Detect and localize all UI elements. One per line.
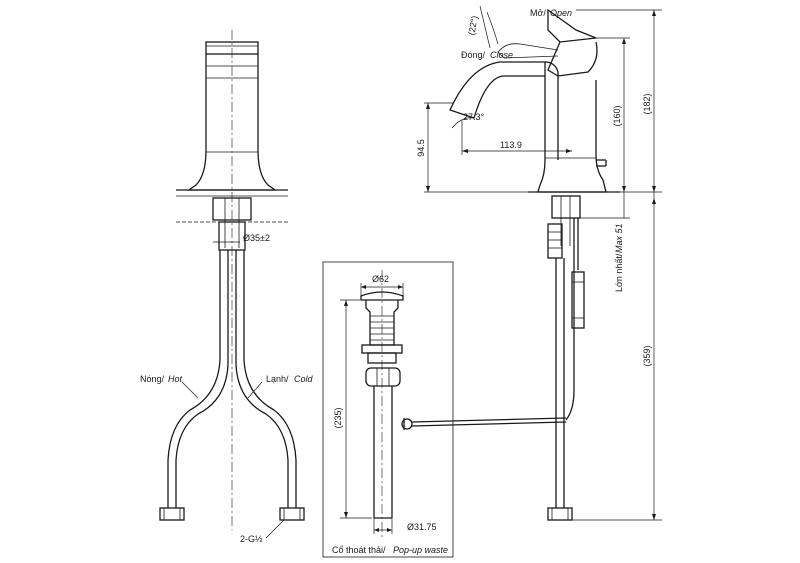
waste-length-label: (235) [333,407,343,428]
waste-caption-en: Pop-up waste [393,545,448,555]
pop-up-waste-view [322,261,567,558]
side-view [424,5,662,521]
handle-angle-label: (22°) [466,15,479,36]
hot-label-vi: Nóng/ [140,374,165,384]
spout-angle-label: 27.3° [463,112,485,122]
cold-label-vi: Lạnh/ [266,374,289,384]
max-label-vi: Lớn nhất/ [614,253,624,292]
waste-caption-vi: Cổ thoát thải/ [332,545,386,555]
waste-bottom-diameter-label: Ø31.75 [407,522,437,532]
hole-diameter-label: Ø35±2 [243,233,270,243]
open-label-en: Open [550,8,572,18]
front-view [159,30,305,539]
waste-top-diameter-label: Ø62 [372,274,389,284]
open-label-vi: Mở/ [530,8,546,18]
close-label-en: Close [490,50,513,60]
height-94-5-label: 94.5 [416,139,426,157]
height-182-label: (182) [642,93,652,114]
cold-label-en: Cold [294,374,314,384]
connector-thread-label: 2-G½ [240,534,263,544]
height-160-label: (160) [612,105,622,126]
max-label-en: Max 51 [614,223,624,253]
reach-113-9-label: 113.9 [500,140,522,150]
hot-label-en: Hot [168,374,183,384]
close-label-vi: Đóng/ [461,50,486,60]
height-359-label: (359) [642,345,652,366]
